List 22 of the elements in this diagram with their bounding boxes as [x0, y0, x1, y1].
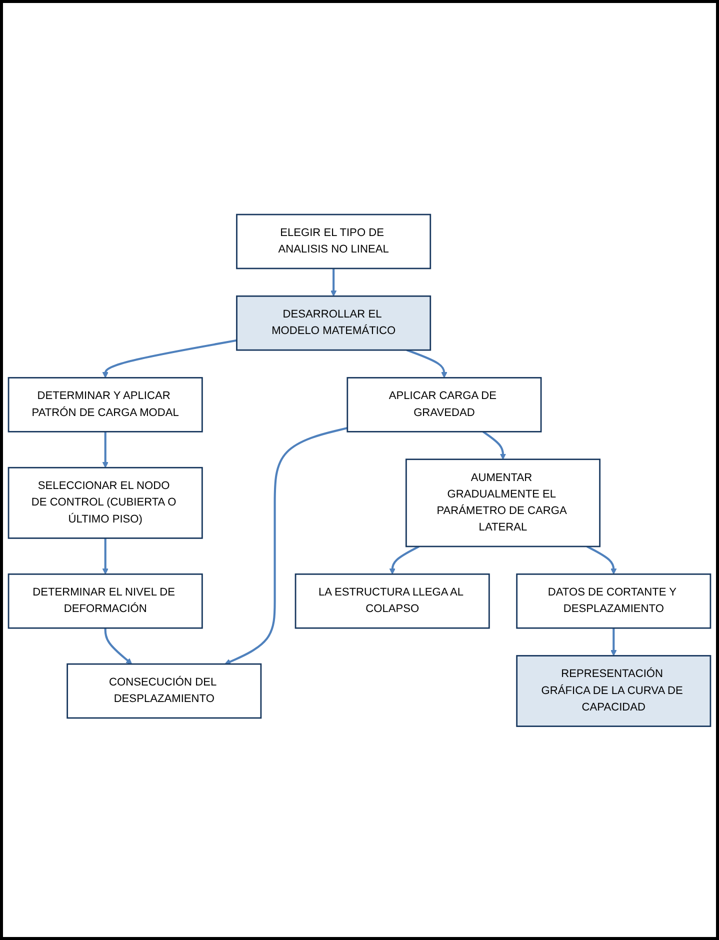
- node-box: APLICAR CARGA DE GRAVEDAD: [346, 376, 542, 432]
- node-box: DETERMINAR EL NIVEL DE DEFORMACIÓN: [8, 573, 203, 628]
- arrow: [406, 348, 448, 378]
- node-box: DATOS DE CORTANTE Y DESPLAZAMIENTO: [516, 573, 712, 628]
- arrow: [102, 431, 108, 468]
- node-box: LA ESTRUCTURA LLEGA AL COLAPSO: [294, 573, 490, 628]
- arrow: [224, 426, 348, 664]
- arrow: [586, 545, 617, 574]
- arrow: [330, 268, 337, 296]
- node-box: AUMENTAR GRADUALMENTE EL PARÁMETRO DE CARGA LATERAL: [405, 458, 600, 547]
- node-box: REPRESENTACIÓN GRÁFICA DE LA CURVA DE CAPACIDAD: [516, 654, 712, 727]
- node-box: SELECCIONAR EL NODO DE CONTROL (CUBIERTA O ÚLTIMO PISO): [8, 466, 203, 538]
- node-box: DETERMINAR Y APLICAR PATRÓN DE CARGA MODAL: [8, 376, 203, 432]
- arrow: [482, 430, 506, 460]
- arrow: [389, 545, 420, 574]
- node-box: DESARROLLAR EL MODELO MATEMÁTICO: [236, 295, 432, 350]
- node-box: CONSECUCIÓN DEL DESPLAZAMIENTO: [66, 662, 262, 718]
- arrow: [102, 338, 237, 378]
- arrow: [610, 628, 617, 656]
- arrow: [104, 628, 132, 664]
- node-box: ELEGIR EL TIPO DE ANALISIS NO LINEAL: [236, 213, 432, 269]
- arrow: [102, 538, 108, 574]
